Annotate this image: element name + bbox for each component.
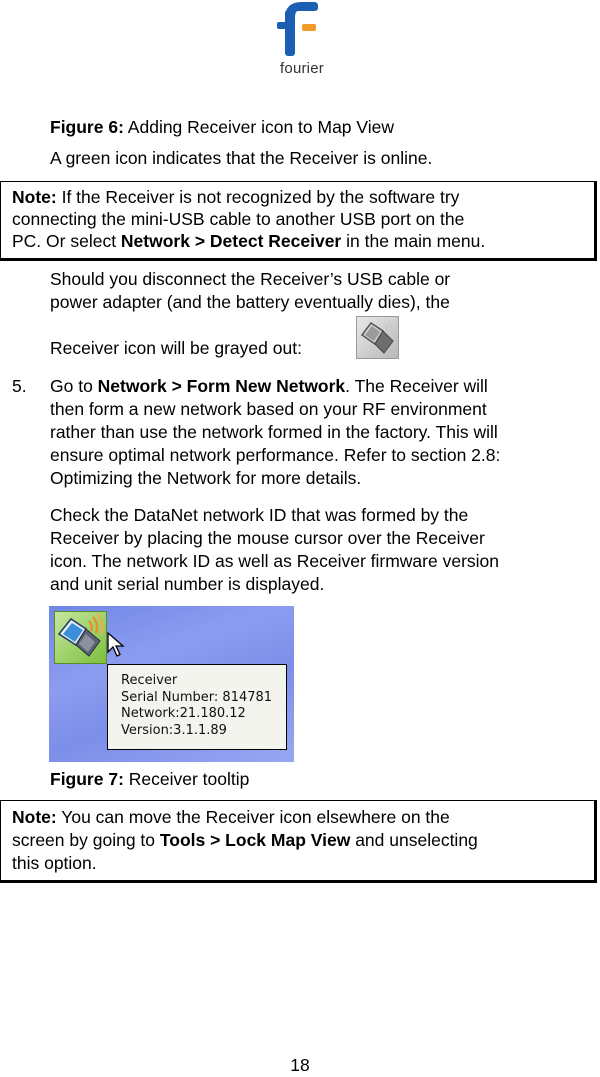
receiver-tooltip: Receiver Serial Number: 814781 Network:2… <box>107 664 287 750</box>
step5-line: ensure optimal network performance. Refe… <box>50 445 501 465</box>
note-line: Note: You can move the Receiver icon els… <box>12 807 450 828</box>
note-line: this option. <box>12 853 97 873</box>
tooltip-network: Network:21.180.12 <box>121 706 246 721</box>
check-line: and unit serial number is displayed. <box>50 574 325 594</box>
figure-label: Figure 6: <box>50 117 124 137</box>
note-text: PC. Or select <box>12 231 121 251</box>
tooltip-title: Receiver <box>121 673 178 688</box>
figure-text: Adding Receiver icon to Map View <box>123 117 395 137</box>
step-text: . The Receiver will <box>345 376 488 396</box>
step5-line: rather than use the network formed in th… <box>50 422 498 442</box>
step-text: Go to <box>50 376 98 396</box>
note-text: in the main menu. <box>341 231 486 251</box>
figure-label: Figure 7: <box>50 769 124 789</box>
note-text: screen by going to <box>12 830 160 850</box>
mouse-cursor-icon <box>107 631 125 663</box>
note-text: You can move the Receiver icon elsewhere… <box>56 807 450 827</box>
receiver-tooltip-figure: Receiver Serial Number: 814781 Network:2… <box>49 606 294 762</box>
disconnect-line: Should you disconnect the Receiver’s USB… <box>50 269 451 289</box>
note-line: connecting the mini-USB cable to another… <box>12 209 465 229</box>
fourier-logo: fourier <box>274 0 330 80</box>
note-line: Note: If the Receiver is not recognized … <box>12 187 459 208</box>
note-label: Note: <box>12 807 57 827</box>
note-text: and unselecting <box>350 830 478 850</box>
step-number: 5. <box>12 376 27 396</box>
receiver-grayed-icon <box>356 316 399 359</box>
note-box-detect-receiver: Note: If the Receiver is not recognized … <box>0 181 597 261</box>
menu-path-form-new-network: Network > Form New Network <box>97 376 346 396</box>
green-icon-text: A green icon indicates that the Receiver… <box>50 148 433 168</box>
note-text: If the Receiver is not recognized by the… <box>56 187 460 207</box>
menu-path-detect-receiver: Network > Detect Receiver <box>120 231 342 251</box>
check-line: Receiver by placing the mouse cursor ove… <box>50 528 485 548</box>
fourier-logo-icon <box>277 2 318 56</box>
disconnect-line: power adapter (and the battery eventuall… <box>50 292 450 312</box>
figure-7-caption: Figure 7: Receiver tooltip <box>50 769 249 790</box>
figure-text: Receiver tooltip <box>123 769 250 789</box>
step5-line: Optimizing the Network for more details. <box>50 468 362 488</box>
receiver-online-icon[interactable] <box>54 611 107 664</box>
note-line: screen by going to Tools > Lock Map View… <box>12 830 478 851</box>
note-label: Note: <box>12 187 57 207</box>
check-line: Check the DataNet network ID that was fo… <box>50 505 469 525</box>
tooltip-version: Version:3.1.1.89 <box>121 722 227 738</box>
menu-path-lock-map-view: Tools > Lock Map View <box>159 830 351 850</box>
figure-6-caption: Figure 6: Adding Receiver icon to Map Vi… <box>50 117 394 138</box>
step5-line: then form a new network based on your RF… <box>50 399 487 419</box>
tooltip-serial-number: Serial Number: 814781 <box>121 689 273 705</box>
step5-line: Go to Network > Form New Network. The Re… <box>50 376 488 397</box>
disconnect-line: Receiver icon will be grayed out: <box>50 338 302 358</box>
note-box-lock-map-view: Note: You can move the Receiver icon els… <box>0 800 597 883</box>
check-line: icon. The network ID as well as Receiver… <box>50 551 500 571</box>
logo-text: fourier <box>280 60 324 77</box>
note-line: PC. Or select Network > Detect Receiver … <box>12 231 485 252</box>
page-number: 18 <box>290 1055 310 1075</box>
